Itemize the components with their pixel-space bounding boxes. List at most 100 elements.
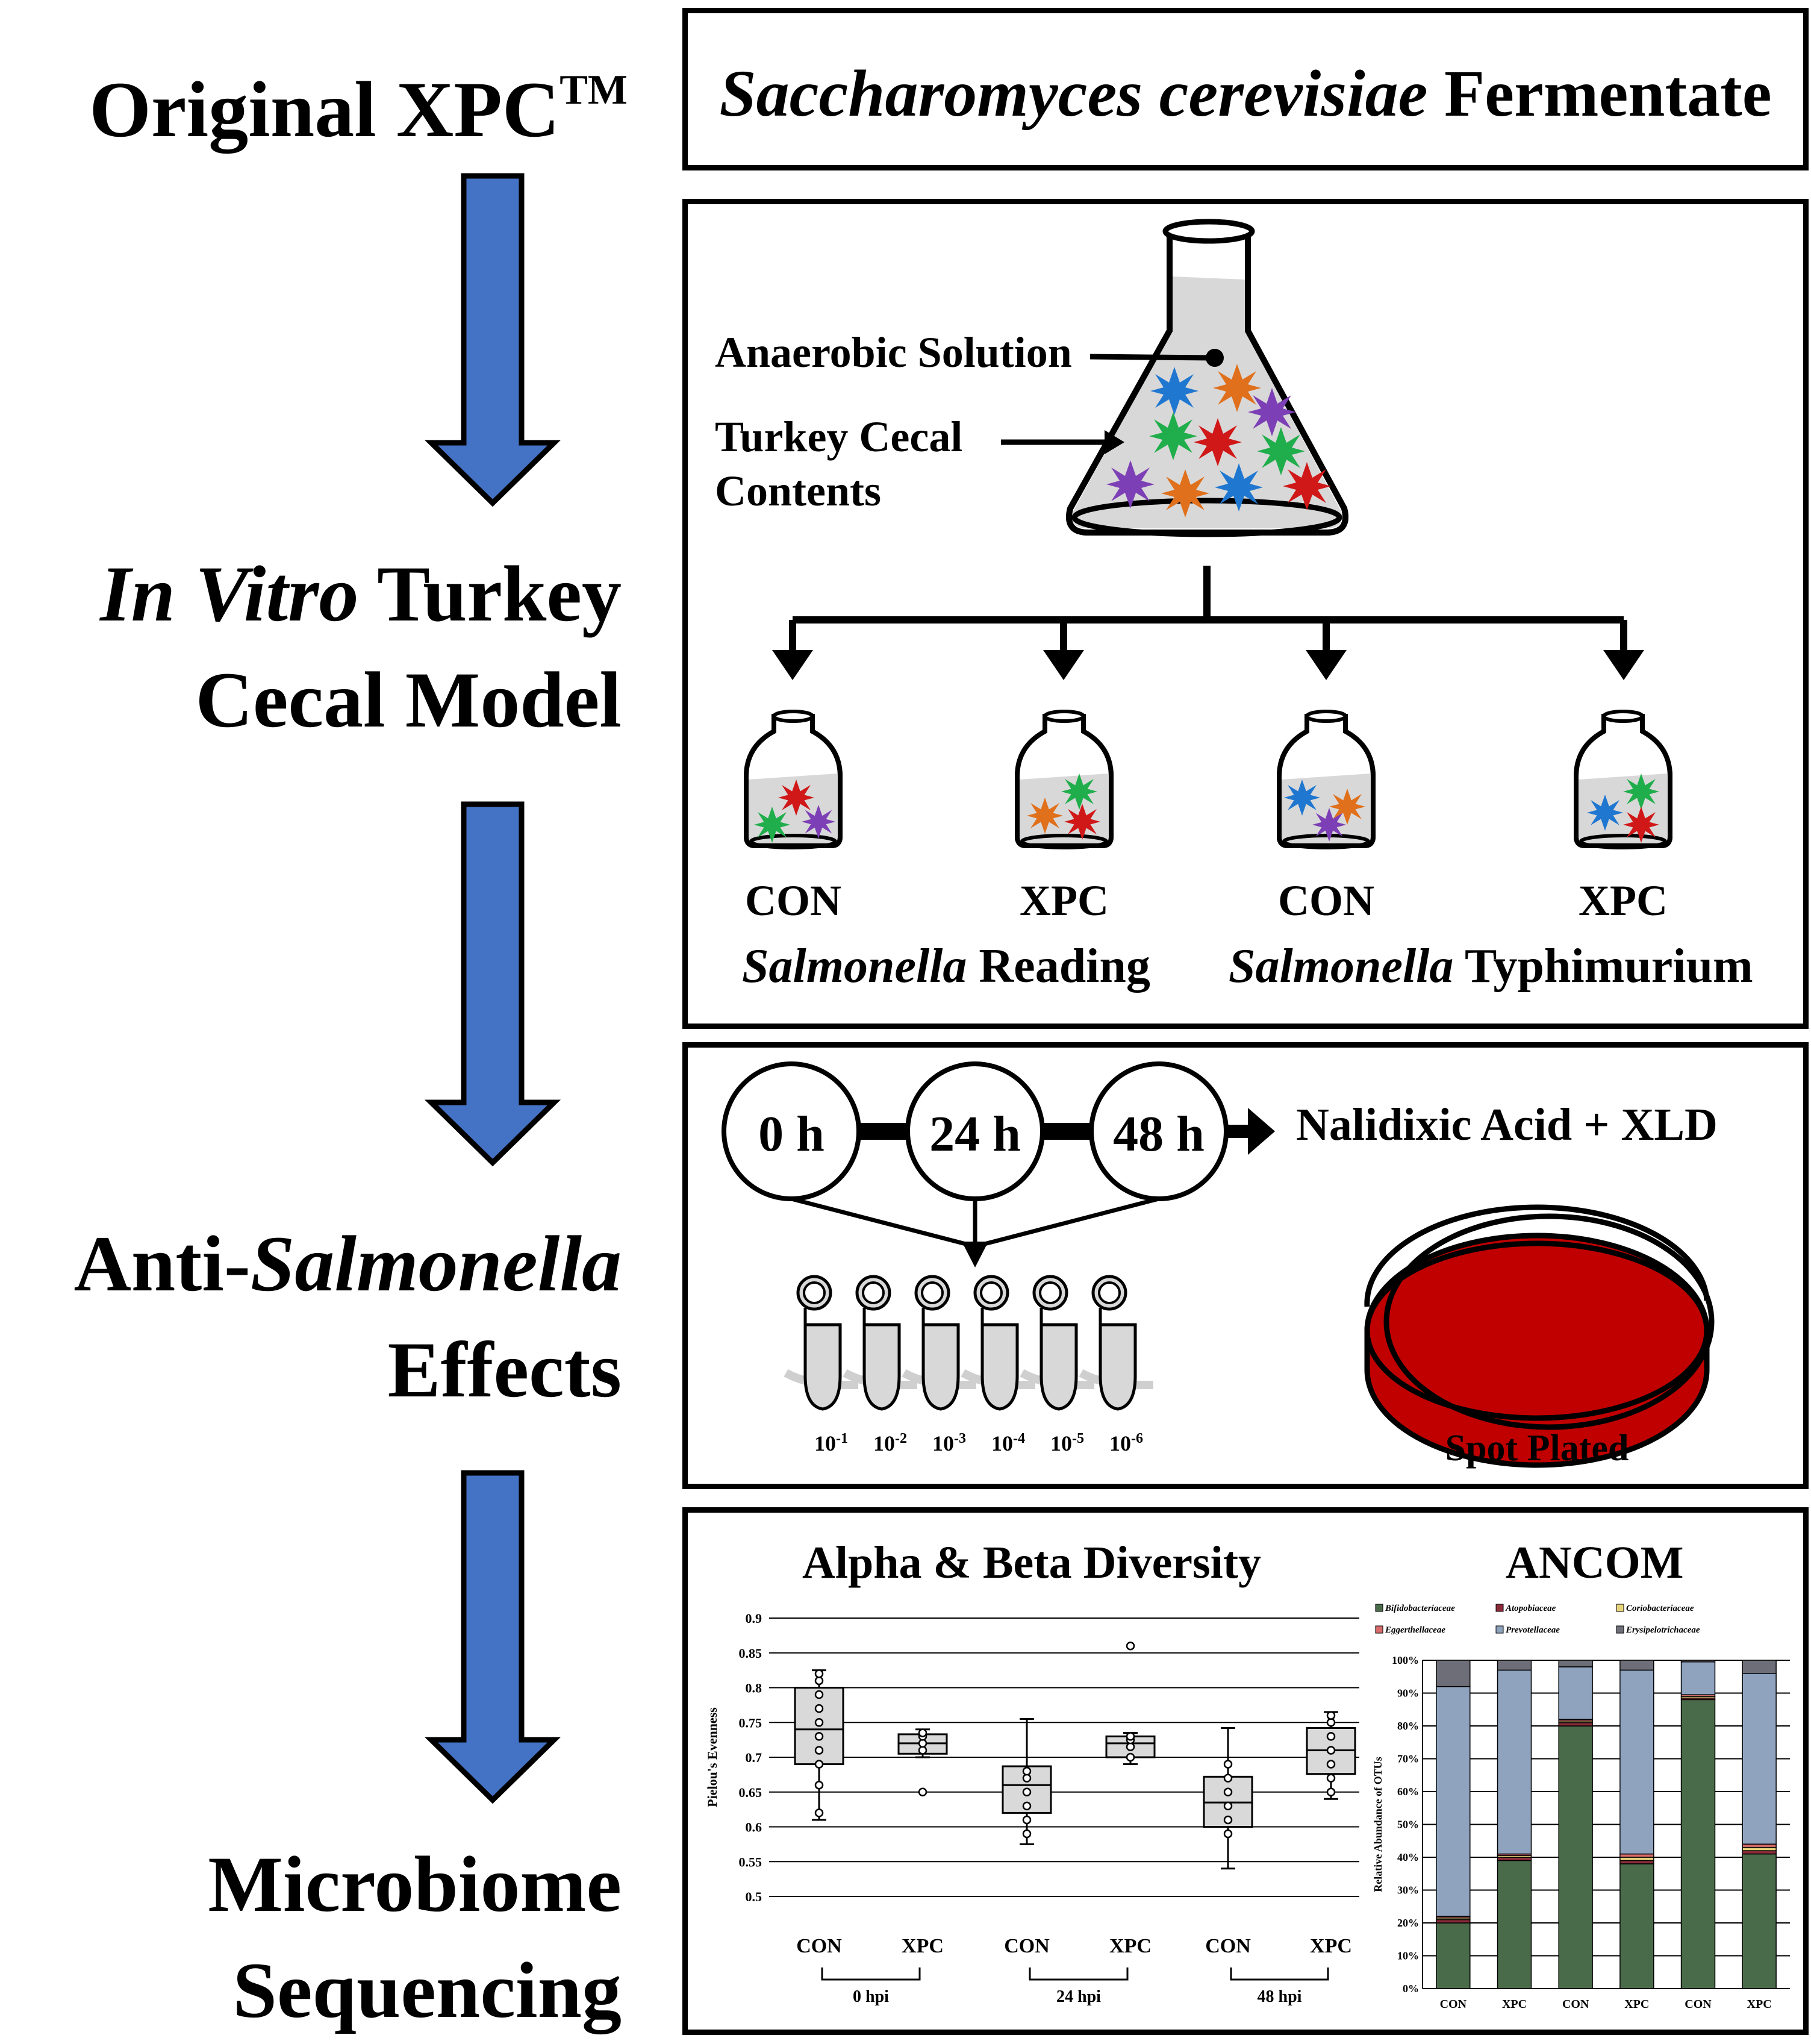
x-category-label: CON	[796, 1935, 842, 1957]
stacked-bar-segment	[1619, 1853, 1654, 1858]
bottle-xpc-typhimurium	[1574, 710, 1672, 849]
stacked-bar-segment	[1742, 1850, 1777, 1855]
label-anaerobic-solution: Anaerobic Solution	[715, 328, 1072, 377]
media-label: Nalidixic Acid + XLD	[1296, 1099, 1718, 1150]
data-point	[1126, 1641, 1135, 1651]
fermentate-title-ital: Saccharomyces cerevisiae	[719, 57, 1428, 130]
data-point	[1022, 1774, 1032, 1783]
bottle-con-typhimurium	[1277, 710, 1376, 849]
x-category-label: CON	[1562, 1998, 1589, 2011]
stage-anti-salmonella: Anti-Salmonella Effects	[74, 1211, 622, 1423]
stacked-bar-segment	[1497, 1669, 1532, 1855]
data-point	[1326, 1774, 1336, 1783]
data-point	[814, 1732, 824, 1741]
branch-connector	[789, 566, 1627, 653]
trademark: TM	[560, 67, 628, 113]
y-tick-label: 0.6	[746, 1820, 762, 1835]
legend-label: Prevotellaceae	[1506, 1625, 1560, 1635]
y-tick-label: 0.8	[746, 1681, 762, 1696]
label-turkey-cecal: Turkey Cecal	[715, 413, 963, 461]
stacked-bar-segment	[1436, 1660, 1471, 1687]
stage-in-vitro-rest: Turkey	[358, 549, 622, 638]
tube-body	[980, 1308, 1019, 1411]
petri-dish-icon	[1364, 1204, 1715, 1468]
tube-cap-inner	[921, 1281, 944, 1304]
anti-salmonella-box: 0 h 24 h 48 h Nalidixic Acid + XLD 10-1 …	[682, 1042, 1809, 1489]
tube-cap-inner	[862, 1281, 885, 1304]
arrow-right-icon	[1105, 430, 1124, 454]
x-category-label: XPC	[1109, 1935, 1152, 1957]
legend-label: Eggerthellaceae	[1385, 1625, 1445, 1635]
microtube-icon	[784, 1275, 858, 1411]
data-point	[1022, 1787, 1032, 1796]
ancom-title: ANCOM	[1506, 1537, 1684, 1588]
dilution-label: 10-4	[991, 1431, 1025, 1455]
x-category-label: CON	[1205, 1935, 1251, 1957]
microtube-icon	[843, 1275, 917, 1411]
stage-in-vitro-model: In Vitro Turkey Cecal Model	[100, 541, 622, 753]
evenness-boxplot: 0.90.850.80.750.70.650.60.550.5Pielou's …	[705, 1611, 1359, 2006]
data-point	[814, 1718, 824, 1727]
y-tick-label: 90%	[1397, 1687, 1419, 1699]
stacked-bar-segment	[1742, 1660, 1777, 1674]
data-point	[918, 1739, 927, 1748]
y-tick-label: 40%	[1397, 1851, 1419, 1863]
strain-reading-ital: Salmonella	[742, 940, 967, 993]
data-point	[814, 1704, 824, 1713]
tube-cap-inner	[803, 1281, 826, 1304]
data-point	[814, 1669, 824, 1678]
y-tick-label: 70%	[1397, 1753, 1419, 1765]
box-whisker	[1105, 1641, 1156, 1766]
data-point	[814, 1690, 824, 1699]
data-point	[814, 1808, 824, 1817]
tube-body	[862, 1308, 901, 1411]
down-arrow-icon	[424, 173, 561, 507]
strain-typhimurium-label: Salmonella Typhimurium	[1229, 939, 1753, 994]
strain-typhimurium-rest: Typhimurium	[1453, 940, 1753, 993]
data-point	[814, 1780, 824, 1790]
y-tick-label: 0.7	[746, 1750, 762, 1765]
data-point	[1326, 1746, 1336, 1755]
data-point	[1223, 1774, 1233, 1783]
arrow-down-icon	[1306, 650, 1347, 680]
dilution-tubes	[784, 1275, 1153, 1411]
data-point	[1326, 1760, 1336, 1769]
dilution-label: 10-3	[932, 1431, 966, 1455]
fermentate-title: Saccharomyces cerevisiae Fermentate	[688, 55, 1803, 132]
x-category-label: CON	[1004, 1935, 1050, 1957]
microtube-icon	[1079, 1275, 1153, 1411]
strain-reading-rest: Reading	[967, 940, 1150, 993]
stacked-bar-segment	[1619, 1860, 1654, 1864]
solution-pointer-line	[1089, 354, 1212, 361]
x-category-label: CON	[1685, 1998, 1712, 2011]
data-point	[1326, 1718, 1336, 1727]
data-point	[1326, 1787, 1336, 1796]
legend-swatch	[1616, 1625, 1624, 1634]
group-bracket	[821, 1967, 921, 1981]
x-category-label: CON	[1440, 1998, 1467, 2011]
box-whisker	[1203, 1727, 1253, 1870]
data-point	[1126, 1752, 1135, 1762]
box-whisker	[1306, 1711, 1356, 1800]
stage-original-xpc: Original XPCTM	[89, 37, 628, 163]
bottle-label-con-2: CON	[1278, 877, 1374, 925]
x-category-label: XPC	[1624, 1998, 1649, 2011]
stacked-bar-segment	[1742, 1846, 1777, 1851]
stacked-bar-segment	[1497, 1860, 1532, 1989]
legend-label: Coriobacteriaceae	[1626, 1604, 1694, 1613]
x-category-label: XPC	[1747, 1998, 1772, 2011]
y-tick-label: 20%	[1397, 1917, 1419, 1929]
stage-anti-ital: Salmonella	[250, 1219, 622, 1308]
cecal-model-drawing	[744, 219, 1672, 849]
y-tick-label: 0.65	[739, 1785, 762, 1800]
stacked-bar-segment	[1619, 1660, 1654, 1671]
flow-arrows	[424, 173, 561, 1804]
data-point	[1326, 1732, 1336, 1741]
data-point	[1022, 1829, 1032, 1839]
x-category-label: XPC	[902, 1935, 944, 1957]
label-contents: Contents	[715, 467, 882, 515]
data-point	[918, 1746, 927, 1755]
data-point	[918, 1787, 927, 1796]
